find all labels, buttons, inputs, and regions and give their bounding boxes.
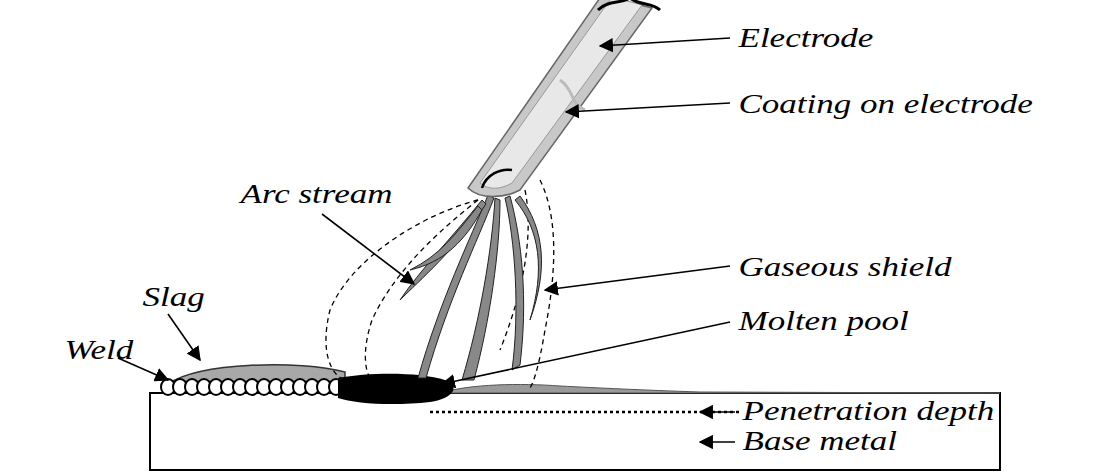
part-label: Coating on electrode	[736, 88, 1035, 120]
part-label: Weld	[62, 334, 136, 366]
arc-stream	[400, 195, 541, 380]
base-metal	[150, 393, 1000, 470]
part-label: Molten pool	[736, 305, 911, 337]
electrode	[468, 0, 660, 197]
part-label: Gaseous shield	[736, 251, 954, 283]
weld-bead	[161, 379, 343, 395]
part-label: Slag	[140, 281, 207, 313]
surface-layer	[440, 384, 1000, 393]
leader-lines	[118, 38, 735, 442]
dimension-label: Penetration depth	[740, 395, 997, 427]
gaseous-shield	[326, 180, 554, 388]
part-label: Electrode	[736, 22, 876, 54]
part-label: Arc stream	[238, 178, 395, 210]
molten-pool	[338, 374, 453, 404]
part-label: Base metal	[740, 425, 900, 457]
